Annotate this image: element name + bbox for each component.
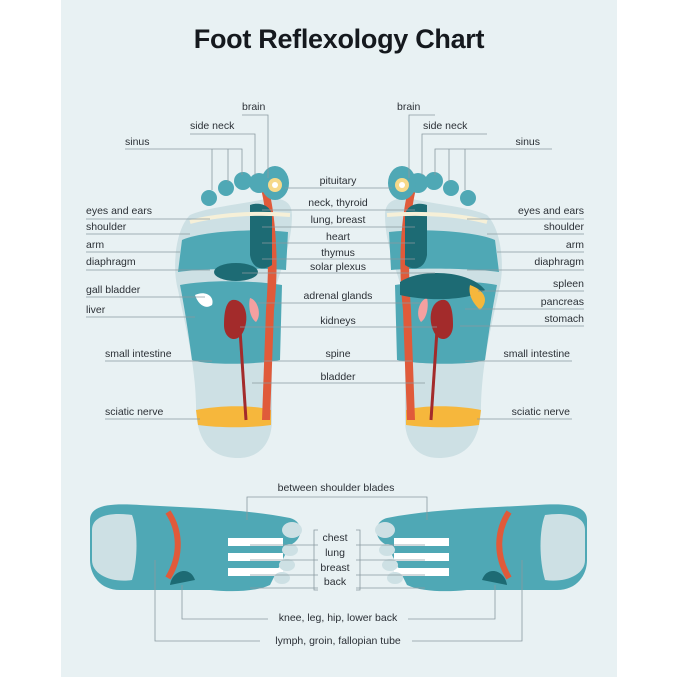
left-foot <box>175 166 292 458</box>
label-small-intestine-left: small intestine <box>105 348 172 360</box>
label-sciatic-nerve-right: sciatic nerve <box>511 406 570 418</box>
label-arm-right: arm <box>565 239 584 251</box>
label-gall-bladder: gall bladder <box>86 284 141 296</box>
page-title: Foot Reflexology Chart <box>193 24 485 54</box>
label-sinus-right: sinus <box>515 136 540 148</box>
label-brain-left: brain <box>242 101 266 113</box>
label-diaphragm-right: diaphragm <box>534 256 584 268</box>
label-liver: liver <box>86 304 106 316</box>
label-diaphragm-left: diaphragm <box>86 256 136 268</box>
label-brain-right: brain <box>397 101 421 113</box>
label-eyes-and-ears-right: eyes and ears <box>518 205 584 217</box>
label-sciatic-nerve-left: sciatic nerve <box>105 406 164 418</box>
label-neck-thyroid: neck, thyroid <box>308 197 368 209</box>
label-adrenal-glands: adrenal glands <box>303 290 373 302</box>
label-lung: lung <box>325 547 345 559</box>
left-foot-top-view <box>90 504 302 592</box>
label-bladder: bladder <box>320 371 356 383</box>
label-knee-leg-hip-lower-back: knee, leg, hip, lower back <box>278 612 398 624</box>
label-spine: spine <box>325 348 351 360</box>
label-eyes-and-ears-left: eyes and ears <box>86 205 152 217</box>
label-breast: breast <box>320 562 350 574</box>
label-thymus: thymus <box>321 247 355 259</box>
label-chest: chest <box>322 532 348 544</box>
label-spleen: spleen <box>553 278 584 290</box>
leader-lines-bottom <box>154 496 523 642</box>
label-between-shoulder-blades: between shoulder blades <box>277 482 395 494</box>
label-shoulder-right: shoulder <box>543 221 584 233</box>
leader-lines-top <box>86 114 584 420</box>
label-stomach: stomach <box>544 313 584 325</box>
right-foot-top-view <box>375 504 587 592</box>
label-lung-breast: lung, breast <box>310 214 366 226</box>
right-foot <box>385 166 502 458</box>
label-shoulder-left: shoulder <box>86 221 127 233</box>
label-pituitary: pituitary <box>319 175 357 187</box>
label-side-neck-left: side neck <box>190 120 235 132</box>
label-lymph-groin-fallopian-tube: lymph, groin, fallopian tube <box>275 635 401 647</box>
label-small-intestine-right: small intestine <box>503 348 570 360</box>
label-sinus-left: sinus <box>125 136 150 148</box>
label-arm-left: arm <box>86 239 105 251</box>
label-heart: heart <box>326 231 350 243</box>
label-back: back <box>323 576 347 588</box>
label-kidneys: kidneys <box>320 315 356 327</box>
label-side-neck-right: side neck <box>423 120 468 132</box>
label-solar-plexus: solar plexus <box>309 261 367 273</box>
label-pancreas: pancreas <box>540 296 584 308</box>
